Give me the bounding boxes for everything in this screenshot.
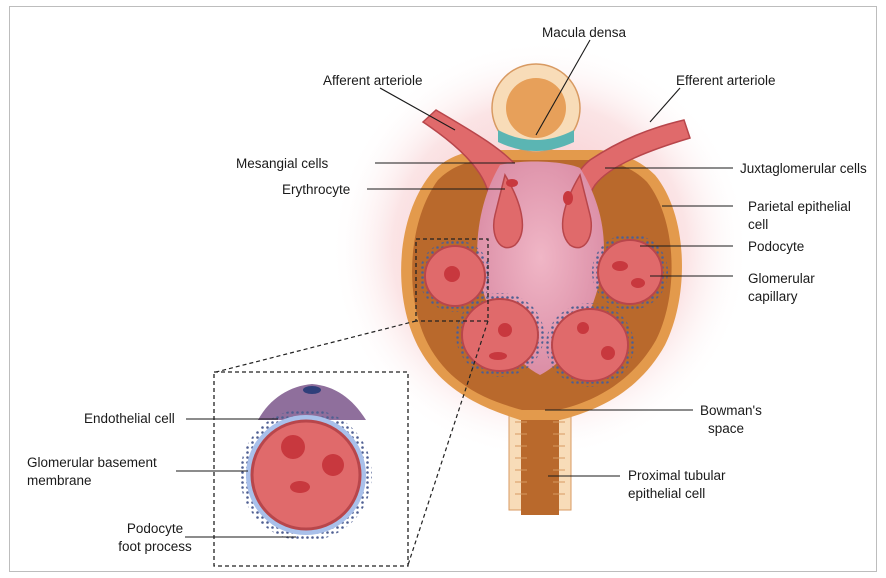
label-parietal-epithelial-2: cell [748,216,768,233]
label-bowmans-space-2: space [708,420,744,437]
label-glomerular-capillary-1: Glomerular [748,270,815,287]
distal-tubule [492,64,580,152]
label-efferent-arteriole: Efferent arteriole [676,72,776,89]
label-gbm-1: Glomerular basement [27,454,157,471]
label-afferent-arteriole: Afferent arteriole [323,72,423,89]
label-proximal-tubular-1: Proximal tubular [628,467,726,484]
label-gbm-2: membrane [27,472,92,489]
label-podocyte-foot-1: Podocyte [100,520,210,537]
label-glomerular-capillary-2: capillary [748,288,798,305]
label-podocyte: Podocyte [748,238,804,255]
label-bowmans-space-1: Bowman's [700,402,762,419]
label-endothelial-cell: Endothelial cell [84,410,175,427]
label-mesangial-cells: Mesangial cells [236,155,328,172]
label-juxtaglomerular-cells: Juxtaglomerular cells [740,160,867,177]
label-macula-densa: Macula densa [542,24,626,41]
label-erythrocyte: Erythrocyte [282,181,350,198]
label-parietal-epithelial-1: Parietal epithelial [748,198,851,215]
label-proximal-tubular-2: epithelial cell [628,485,705,502]
label-podocyte-foot-2: foot process [100,538,210,555]
